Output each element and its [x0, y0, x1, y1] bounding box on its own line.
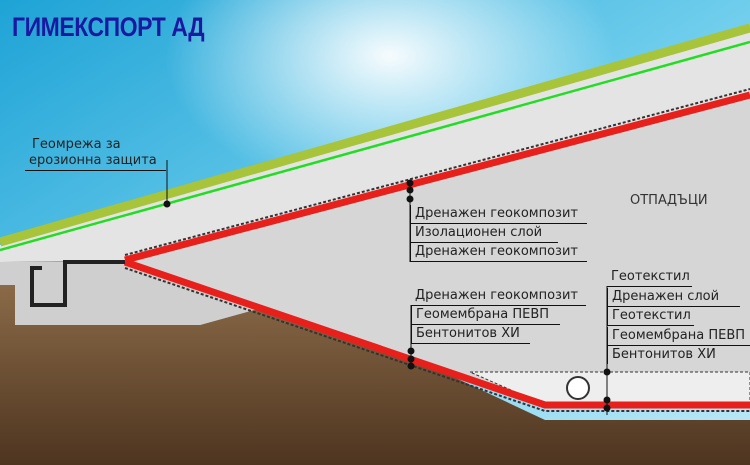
slope-layer-2: Геомембрана ПЕВП: [411, 306, 560, 325]
waste-body: [125, 95, 750, 405]
waste-label: ОТПАДЪЦИ: [630, 193, 708, 208]
base-layer-3: Геотекстил: [607, 307, 694, 326]
erosion-dot: [163, 200, 171, 208]
base-layer-2: Дренажен слой: [607, 288, 740, 307]
cap-layer-3: Дренажен геокомпозит: [410, 243, 587, 262]
bottom-composite: [124, 267, 750, 412]
base-layer-4: Геомембрана ПЕВП: [607, 327, 750, 346]
bottom-liner: [123, 258, 750, 409]
cap-layer-2: Изолационен слой: [410, 224, 558, 243]
company-title: ГИМЕКСПОРТ АД: [12, 12, 205, 42]
drain-pipe: [566, 376, 590, 400]
left-ground: [0, 262, 290, 325]
erosion-label-2: ерозионна защита: [25, 152, 166, 171]
slope-layer-1: Дренажен геокомпозит: [411, 287, 586, 306]
geogrid-line: [0, 40, 750, 252]
base-layer-1: Геотекстил: [607, 268, 692, 287]
cap-layer-1: Дренажен геокомпозит: [410, 205, 587, 224]
base-layer-5: Бентонитов ХИ: [607, 346, 719, 364]
cap-composite: [124, 88, 750, 256]
slope-layer-3: Бентонитов ХИ: [411, 325, 530, 344]
soil: [0, 285, 750, 465]
grass: [0, 23, 750, 247]
anchor-trench: [30, 260, 125, 307]
cap-liner: [124, 91, 750, 264]
erosion-label-1: Геомрежа за: [32, 137, 121, 152]
